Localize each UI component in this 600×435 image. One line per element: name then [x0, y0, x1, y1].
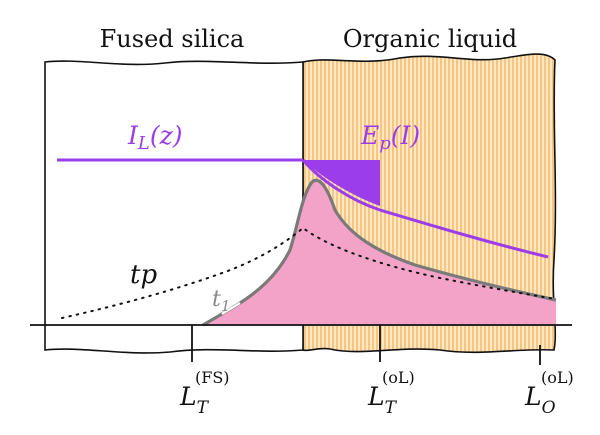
organic-liquid-label: Organic liquid: [343, 25, 517, 53]
lt-ol-sup: (oL): [382, 368, 415, 387]
energy-deposition-triangle: [303, 160, 380, 206]
lt-fs-label: LT: [179, 382, 210, 418]
fused-silica-label: Fused silica: [100, 25, 245, 53]
t1-segment-marker: [221, 302, 241, 315]
tp-label: tp: [130, 260, 157, 290]
pink-deposition-area: [202, 180, 556, 325]
lo-ol-sup: (oL): [541, 368, 574, 387]
t1-label: t1: [212, 287, 230, 315]
gray-envelope-curve: [202, 178, 557, 327]
energy-deposition-curve: [301, 159, 549, 259]
fused-silica-region: [44, 60, 304, 354]
energy-label: Ep(I): [360, 121, 420, 154]
intensity-label: IL(z): [127, 121, 183, 154]
lo-ol-label: LO: [524, 382, 556, 418]
lt-ol-label: LT: [367, 382, 398, 418]
lt-fs-sup: (FS): [195, 368, 230, 387]
